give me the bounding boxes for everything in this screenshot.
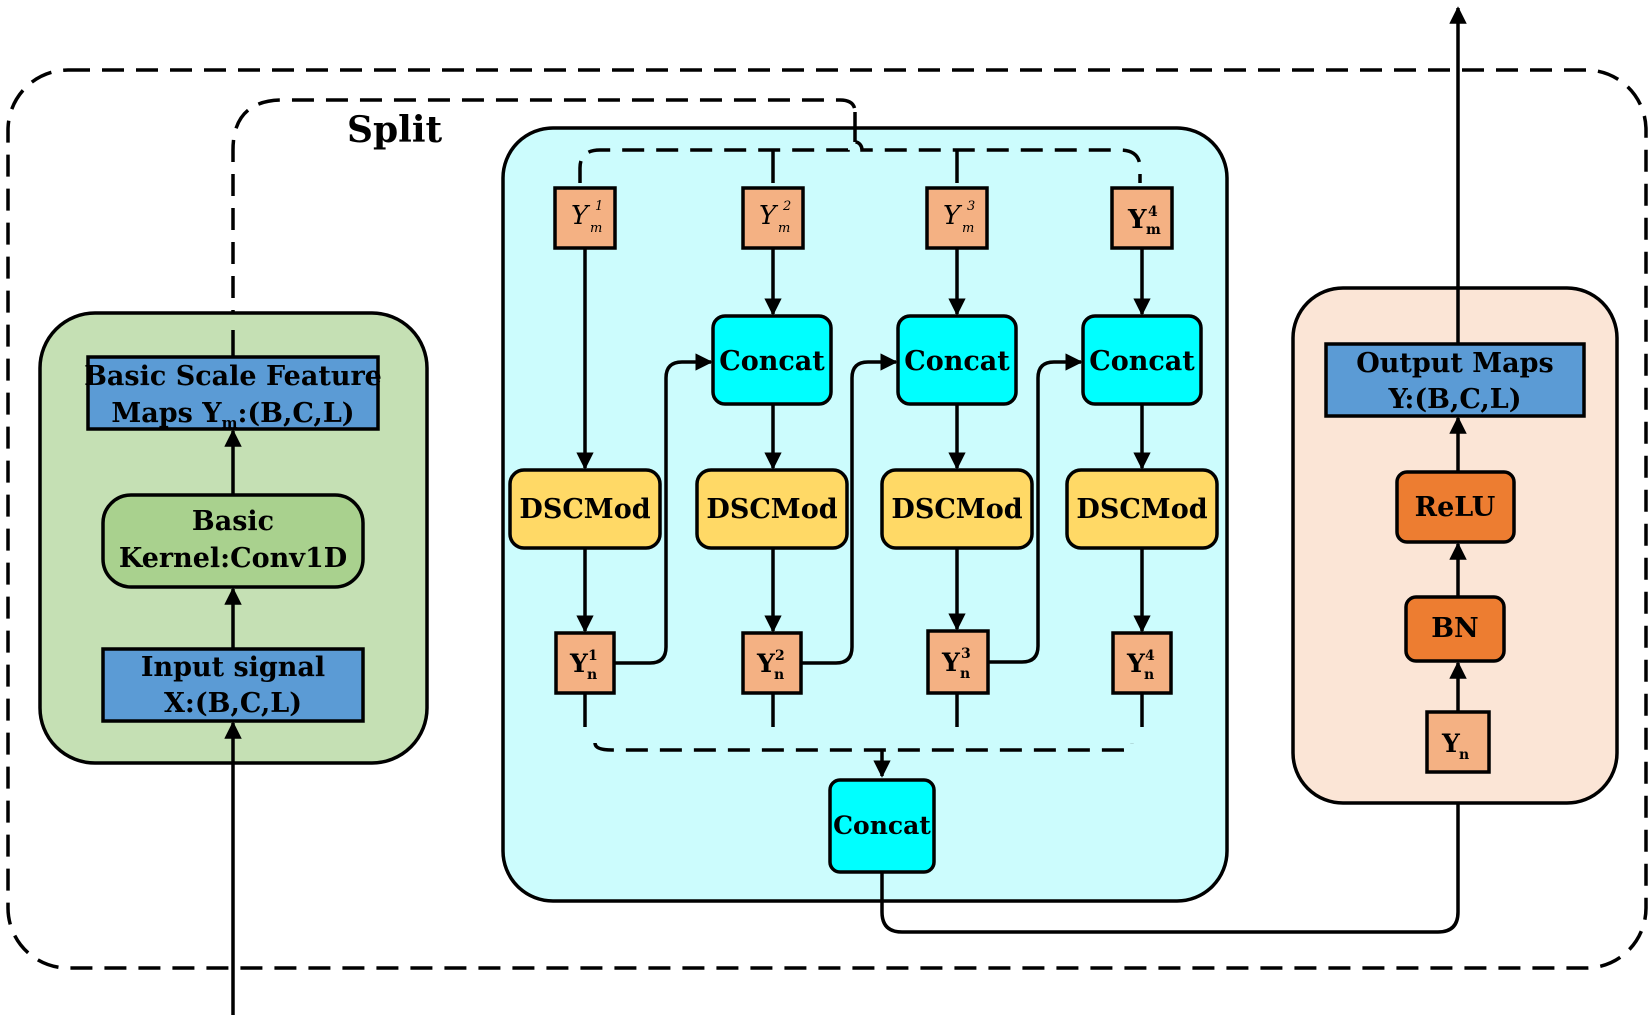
ym-box-4: Y m 4 <box>1110 186 1174 250</box>
svg-text:Y: Y <box>756 649 776 678</box>
svg-text:m: m <box>590 221 602 236</box>
svg-text:n: n <box>1459 747 1469 763</box>
svg-text:n: n <box>774 667 784 683</box>
concat-label-2: Concat <box>719 346 825 377</box>
gather-dashed-line <box>593 742 1134 752</box>
concat-label-3: Concat <box>904 346 1010 377</box>
svg-text:Y: Y <box>1441 729 1461 758</box>
svg-text:m: m <box>1146 222 1161 238</box>
middle-panel <box>501 126 1229 903</box>
dscmod-label-2: DSCMod <box>706 494 837 525</box>
ym-box-1: Y m 1 <box>553 186 617 250</box>
svg-text:3: 3 <box>961 646 971 662</box>
basic-scale-feature-line1: Basic Scale Feature <box>84 361 382 392</box>
final-concat-label: Concat <box>833 811 931 840</box>
svg-text:Y: Y <box>1127 205 1147 235</box>
arrow-yn1-to-concat2 <box>614 353 713 665</box>
output-maps-line2: Y:(B,C,L) <box>1387 384 1521 415</box>
outer-dashed-boundary <box>6 68 1648 970</box>
svg-text:1: 1 <box>595 199 603 214</box>
svg-text:m: m <box>962 221 974 236</box>
ym-box-2: Y m 2 <box>741 186 805 250</box>
svg-text:Y: Y <box>1126 649 1146 678</box>
yn-box-4: Y n 4 <box>1111 631 1173 695</box>
svg-text:Y: Y <box>941 648 961 677</box>
right-yn-box: Y n <box>1425 710 1491 774</box>
output-maps-box <box>1324 342 1586 418</box>
basic-kernel-line1: Basic <box>192 506 274 537</box>
input-signal-line2: X:(B,C,L) <box>164 688 302 719</box>
dscmod-label-1: DSCMod <box>519 494 650 525</box>
basic-kernel-line2: Kernel:Conv1D <box>119 543 347 574</box>
yn-box-3: Y n 3 <box>926 629 990 695</box>
basic-scale-feature-box <box>86 355 380 431</box>
svg-text:4: 4 <box>1148 204 1158 220</box>
yn-box-2: Y n 2 <box>741 631 803 695</box>
relu-label: ReLU <box>1415 492 1496 523</box>
basic-scale-feature-line2: Maps Ym:(B,C,L) <box>111 398 354 432</box>
split-label: Split <box>347 109 443 151</box>
concat-label-4: Concat <box>1089 346 1195 377</box>
ym-box-3: Y m 3 <box>925 186 989 250</box>
arrow-yn3-to-concat4 <box>988 353 1083 664</box>
svg-text:4: 4 <box>1145 648 1155 664</box>
bn-box <box>1404 595 1506 663</box>
svg-text:n: n <box>587 667 597 683</box>
relu-box <box>1395 470 1516 544</box>
arrow-yn2-to-concat3 <box>801 353 898 665</box>
svg-text:1: 1 <box>588 648 598 664</box>
svg-text:2: 2 <box>782 199 791 214</box>
svg-text:Y: Y <box>569 649 589 678</box>
input-signal-line1: Input signal <box>141 652 325 683</box>
yn-box-1: Y n 1 <box>554 631 616 695</box>
split-dashed-boundary <box>231 98 857 400</box>
bn-label: BN <box>1431 613 1479 644</box>
svg-text:Y: Y <box>759 201 779 231</box>
dscmod-label-4: DSCMod <box>1076 494 1207 525</box>
svg-text:2: 2 <box>775 648 785 664</box>
svg-text:3: 3 <box>967 199 975 214</box>
svg-text:m: m <box>778 221 790 236</box>
svg-text:n: n <box>1144 667 1154 683</box>
output-maps-line1: Output Maps <box>1356 348 1553 379</box>
svg-text:n: n <box>960 666 970 682</box>
svg-text:Y: Y <box>943 201 963 231</box>
svg-text:Y: Y <box>571 201 591 231</box>
split-distribution-dashed <box>578 140 1142 183</box>
dscmod-label-3: DSCMod <box>891 494 1022 525</box>
arrow-final-concat-to-yn <box>880 773 1467 934</box>
